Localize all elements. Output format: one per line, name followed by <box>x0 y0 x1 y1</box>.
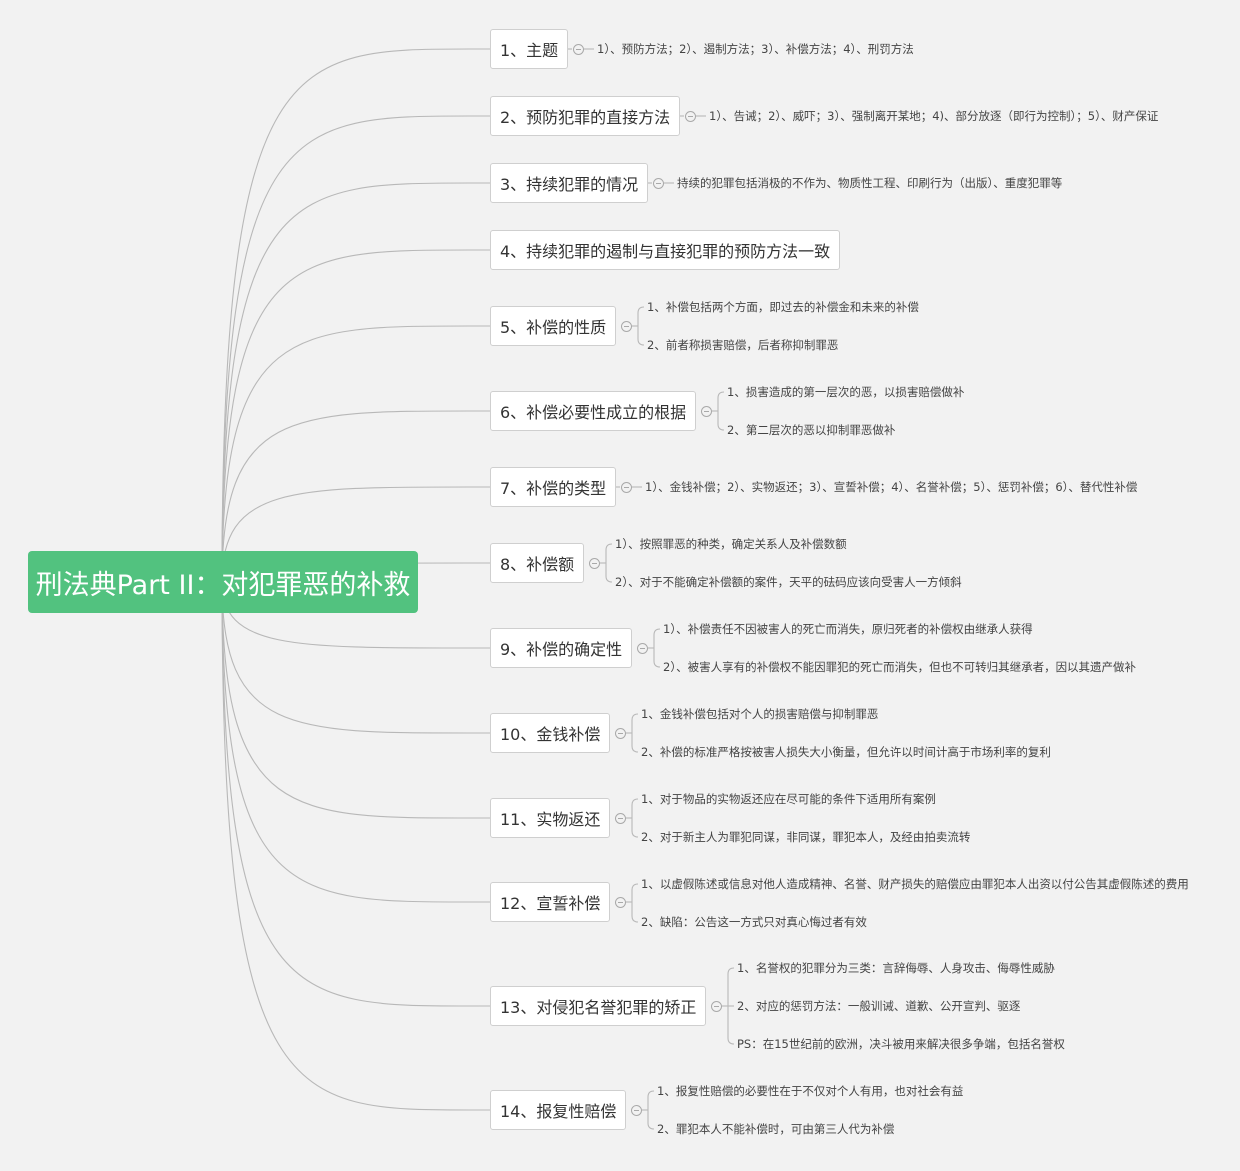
topic-2[interactable]: 2、预防犯罪的直接方法 <box>490 96 681 136</box>
topic-14[interactable]: 14、报复性赔偿 <box>490 1090 627 1130</box>
topic-11[interactable]: 11、实物返还 <box>490 798 611 838</box>
detail-text[interactable]: 2、前者称损害赔偿，后者称抑制罪恶 <box>647 338 839 352</box>
collapse-toggle-icon[interactable] <box>573 44 584 55</box>
collapse-toggle-icon[interactable] <box>589 558 600 569</box>
detail-text[interactable]: 1）、预防方法；2）、遏制方法；3）、补偿方法；4）、刑罚方法 <box>597 42 914 56</box>
topic-12[interactable]: 12、宣誓补偿 <box>490 882 611 922</box>
central-topic[interactable]: 刑法典Part II：对犯罪恶的补救 <box>28 551 418 613</box>
topic-6[interactable]: 6、补偿必要性成立的根据 <box>490 391 697 431</box>
detail-text[interactable]: 1）、金钱补偿；2）、实物返还；3）、宣誓补偿；4）、名誉补偿；5）、惩罚补偿；… <box>645 480 1138 494</box>
collapse-toggle-icon[interactable] <box>615 813 626 824</box>
detail-text[interactable]: 持续的犯罪包括消极的不作为、物质性工程、印刷行为（出版）、重度犯罪等 <box>677 176 1063 190</box>
topic-3[interactable]: 3、持续犯罪的情况 <box>490 163 649 203</box>
detail-text[interactable]: 1、对于物品的实物返还应在尽可能的条件下适用所有案例 <box>641 792 936 806</box>
detail-text[interactable]: 2）、对于不能确定补偿额的案件，天平的砝码应该向受害人一方倾斜 <box>615 575 962 589</box>
detail-text[interactable]: 1、报复性赔偿的必要性在于不仅对个人有用，也对社会有益 <box>657 1084 964 1098</box>
detail-text[interactable]: 1、金钱补偿包括对个人的损害赔偿与抑制罪恶 <box>641 707 879 721</box>
collapse-toggle-icon[interactable] <box>701 406 712 417</box>
collapse-toggle-icon[interactable] <box>615 728 626 739</box>
detail-text[interactable]: 1、名誉权的犯罪分为三类：言辞侮辱、人身攻击、侮辱性威胁 <box>737 961 1055 975</box>
detail-text[interactable]: 1、损害造成的第一层次的恶，以损害赔偿做补 <box>727 385 965 399</box>
detail-text[interactable]: 2）、被害人享有的补偿权不能因罪犯的死亡而消失，但也不可转归其继承者，因以其遗产… <box>663 660 1137 674</box>
topic-10[interactable]: 10、金钱补偿 <box>490 713 611 753</box>
topic-5[interactable]: 5、补偿的性质 <box>490 306 617 346</box>
collapse-toggle-icon[interactable] <box>615 897 626 908</box>
detail-text[interactable]: 1、补偿包括两个方面，即过去的补偿金和未来的补偿 <box>647 300 919 314</box>
topic-9[interactable]: 9、补偿的确定性 <box>490 628 633 668</box>
detail-text[interactable]: 1）、告诫；2）、威吓；3）、强制离开某地；4)、部分放逐（即行为控制）；5）、… <box>709 109 1159 123</box>
detail-text[interactable]: 2、第二层次的恶以抑制罪恶做补 <box>727 423 896 437</box>
topic-7[interactable]: 7、补偿的类型 <box>490 467 617 507</box>
topic-4[interactable]: 4、持续犯罪的遏制与直接犯罪的预防方法一致 <box>490 230 841 270</box>
topic-8[interactable]: 8、补偿额 <box>490 543 585 583</box>
detail-text[interactable]: 2、对于新主人为罪犯同谋，非同谋，罪犯本人，及经由拍卖流转 <box>641 830 971 844</box>
topic-1[interactable]: 1、主题 <box>490 29 569 69</box>
detail-text[interactable]: PS：在15世纪前的欧洲，决斗被用来解决很多争端，包括名誉权 <box>737 1037 1065 1051</box>
topic-13[interactable]: 13、对侵犯名誉犯罪的矫正 <box>490 986 707 1026</box>
detail-text[interactable]: 1）、按照罪恶的种类，确定关系人及补偿数额 <box>615 537 847 551</box>
collapse-toggle-icon[interactable] <box>631 1105 642 1116</box>
collapse-toggle-icon[interactable] <box>637 643 648 654</box>
detail-text[interactable]: 1）、补偿责任不因被害人的死亡而消失，原归死者的补偿权由继承人获得 <box>663 622 1033 636</box>
detail-text[interactable]: 2、补偿的标准严格按被害人损失大小衡量，但允许以时间计高于市场利率的复利 <box>641 745 1051 759</box>
collapse-toggle-icon[interactable] <box>685 111 696 122</box>
collapse-toggle-icon[interactable] <box>711 1001 722 1012</box>
collapse-toggle-icon[interactable] <box>621 482 632 493</box>
detail-text[interactable]: 1、以虚假陈述或信息对他人造成精神、名誉、财产损失的赔偿应由罪犯本人出资以付公告… <box>641 877 1189 891</box>
detail-text[interactable]: 2、罪犯本人不能补偿时，可由第三人代为补偿 <box>657 1122 895 1136</box>
detail-text[interactable]: 2、对应的惩罚方法：一般训诫、道歉、公开宣判、驱逐 <box>737 999 1021 1013</box>
collapse-toggle-icon[interactable] <box>621 321 632 332</box>
collapse-toggle-icon[interactable] <box>653 178 664 189</box>
detail-text[interactable]: 2、缺陷：公告这一方式只对真心悔过者有效 <box>641 915 867 929</box>
